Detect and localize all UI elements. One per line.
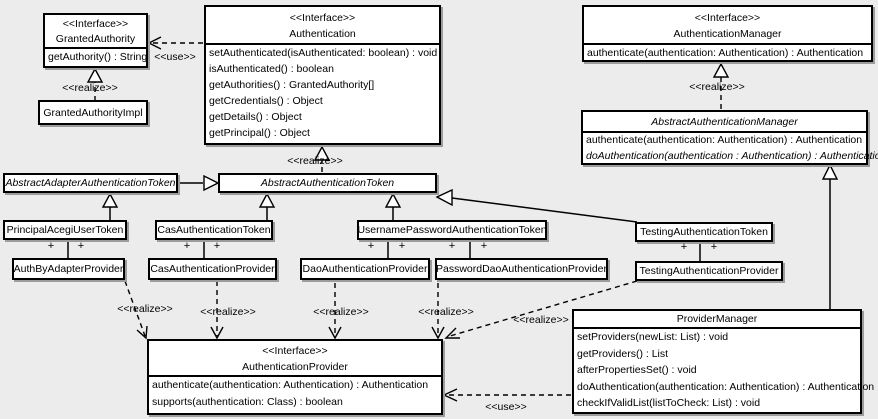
association-end-plus: + [398, 240, 406, 252]
class-stereotype: <<Interface>> [694, 12, 761, 24]
class-box-abstractadapterauthenticationtoken: AbstractAdapterAuthenticationToken [3, 173, 178, 193]
association-end-plus: + [367, 240, 375, 252]
edge-label-use-providermanager: <<use>> [485, 401, 527, 413]
class-name: PasswordDaoAuthenticationProvider [436, 263, 608, 275]
edge-generalization-providermanager-abstractauthenticationmanager [821, 163, 839, 309]
class-box-grantedauthorityimpl: GrantedAuthorityImpl [38, 100, 148, 125]
edge-realize-passworddaoauthenticationprovider-authenticationprovider [431, 283, 445, 340]
edge-label-realize-abstractauthenticationmanager: <<realize>> [689, 81, 745, 93]
class-name: DaoAuthenticationProvider [302, 263, 428, 275]
class-box-authbyadapterprovider: AuthByAdapterProvider [12, 258, 125, 280]
class-box-authenticationmanager: <<Interface>> AuthenticationManager auth… [582, 5, 873, 62]
edge-realize-abstractauthenticationtoken-authentication [313, 145, 331, 172]
association-end-plus: + [710, 241, 718, 253]
method: setProviders(newList: List) : void [577, 331, 729, 343]
class-box-casauthenticationprovider: CasAuthenticationProvider [148, 258, 277, 280]
class-box-abstractauthenticationtoken: AbstractAuthenticationToken [218, 173, 437, 193]
edge-label-realize-abstractauthenticationtoken: <<realize>> [287, 155, 343, 167]
edge-label-realize-daoauthenticationprovider: <<realize>> [313, 306, 369, 318]
edge-generalization-principalacegiusertoken-abstractadapterauthenticationtoken [101, 192, 119, 220]
edge-use-providermanager-authenticationprovider [442, 388, 571, 402]
method: getPrincipal() : Object [209, 127, 310, 139]
edge-label-realize-casauthenticationprovider: <<realize>> [200, 306, 256, 318]
class-name: PrincipalAcegiUserToken [6, 224, 124, 236]
edge-realize-daoauthenticationprovider-authenticationprovider [328, 283, 342, 340]
class-name: ProviderManager [676, 313, 758, 325]
edge-realize-casauthenticationprovider-authenticationprovider [210, 281, 224, 340]
method: authenticate(authentication: Authenticat… [152, 379, 429, 391]
class-name: Authentication [289, 28, 356, 40]
edge-label-use-grantedauthority: <<use>> [154, 51, 196, 63]
edge-label-realize-testingauthenticationprovider: <<realize>> [513, 314, 569, 326]
class-name: AbstractAdapterAuthenticationToken [5, 177, 176, 189]
class-stereotype: <<Interface>> [262, 345, 328, 357]
method: afterPropertiesSet() : void [577, 364, 697, 376]
method: supports(authentication: Class) : boolea… [152, 396, 343, 408]
method: getCredentials() : Object [209, 95, 323, 107]
association-end-plus: + [77, 240, 85, 252]
class-name: GrantedAuthority [55, 33, 136, 45]
edge-generalization-testingauthenticationtoken-abstractauthenticationtoken [435, 188, 638, 223]
association-end-plus: + [47, 240, 55, 252]
class-box-authenticationprovider: <<Interface>> AuthenticationProvider aut… [147, 339, 443, 415]
class-box-principalacegiusertoken: PrincipalAcegiUserToken [3, 220, 127, 240]
class-stereotype: <<Interface>> [289, 12, 356, 24]
method: getProviders() : List [577, 347, 669, 360]
class-name: AuthenticationProvider [242, 361, 348, 373]
class-box-usernamepasswordauthenticationtoken: UsernamePasswordAuthenticationToken [357, 220, 547, 240]
class-box-testingauthenticationtoken: TestingAuthenticationToken [635, 222, 773, 242]
class-name: AbstractAuthenticationManager [651, 116, 798, 128]
class-box-passworddaoauthenticationprovider: PasswordDaoAuthenticationProvider [435, 258, 608, 280]
class-box-casauthenticationtoken: CasAuthenticationToken [155, 220, 273, 240]
class-stereotype: <<Interface>> [62, 18, 129, 30]
method: authenticate(authentication: Authenticat… [586, 134, 863, 146]
edge-label-realize-grantedauthorityimpl: <<realize>> [62, 82, 118, 94]
method: getDetails() : Object [209, 111, 302, 123]
method: getAuthority() : String [48, 51, 148, 63]
class-name: AuthenticationManager [673, 28, 782, 40]
association-end-plus: + [480, 240, 488, 252]
association-end-plus: + [213, 240, 221, 252]
class-name: CasAuthenticationProvider [150, 263, 275, 275]
method: getAuthorities() : GrantedAuthority[] [209, 79, 375, 91]
edge-generalization-usernamepasswordauthenticationtoken-abstractauthenticationtoken [384, 192, 402, 220]
class-name: AuthByAdapterProvider [13, 263, 124, 275]
class-box-abstractauthenticationmanager: AbstractAuthenticationManager authentica… [581, 110, 878, 165]
method: isAuthenticated() : boolean [209, 63, 334, 75]
class-name: UsernamePasswordAuthenticationToken [357, 224, 547, 236]
class-box-grantedauthority: <<Interface>> GrantedAuthority getAuthor… [43, 13, 148, 68]
edge-label-realize-passworddaoauthenticationprovider: <<realize>> [418, 306, 474, 318]
association-end-plus: + [680, 241, 688, 253]
association-end-plus: + [183, 240, 191, 252]
edge-generalization-abstractadapterauthenticationtoken-abstractauthenticationtoken [178, 174, 220, 192]
method: authenticate(authentication: Authenticat… [587, 47, 864, 59]
class-box-providermanager: ProviderManager setProviders(newList: Li… [572, 309, 875, 414]
method: doAuthentication(authentication: Authent… [577, 380, 875, 393]
class-box-authentication: <<Interface>> Authentication setAuthenti… [204, 5, 441, 145]
edge-label-realize-authbyadapterprovider: <<realize>> [117, 303, 173, 315]
edge-realize-testingauthenticationprovider-authenticationprovider [444, 280, 638, 339]
class-name: AbstractAuthenticationToken [260, 177, 395, 189]
method: doAuthentication(authentication : Authen… [586, 149, 878, 162]
edge-realize-authbyadapterprovider-authenticationprovider [124, 280, 148, 340]
edge-use-authentication-grantedauthority [147, 36, 203, 50]
association-end-plus: + [448, 240, 456, 252]
edge-realize-grantedauthorityimpl-grantedauthority [86, 67, 104, 101]
class-name: TestingAuthenticationToken [640, 226, 768, 238]
class-box-testingauthenticationprovider: TestingAuthenticationProvider [635, 261, 783, 281]
class-name: CasAuthenticationToken [157, 224, 271, 236]
edge-generalization-casauthenticationtoken-abstractauthenticationtoken [258, 192, 276, 220]
method: checkIfValidList(listToCheck: List) : vo… [577, 397, 761, 409]
edge-realize-abstractauthenticationmanager-authenticationmanager [712, 62, 730, 109]
method: setAuthenticated(isAuthenticated: boolea… [209, 47, 438, 59]
class-box-daoauthenticationprovider: DaoAuthenticationProvider [300, 258, 430, 280]
class-name: GrantedAuthorityImpl [43, 106, 143, 119]
class-name: TestingAuthenticationProvider [639, 265, 779, 277]
